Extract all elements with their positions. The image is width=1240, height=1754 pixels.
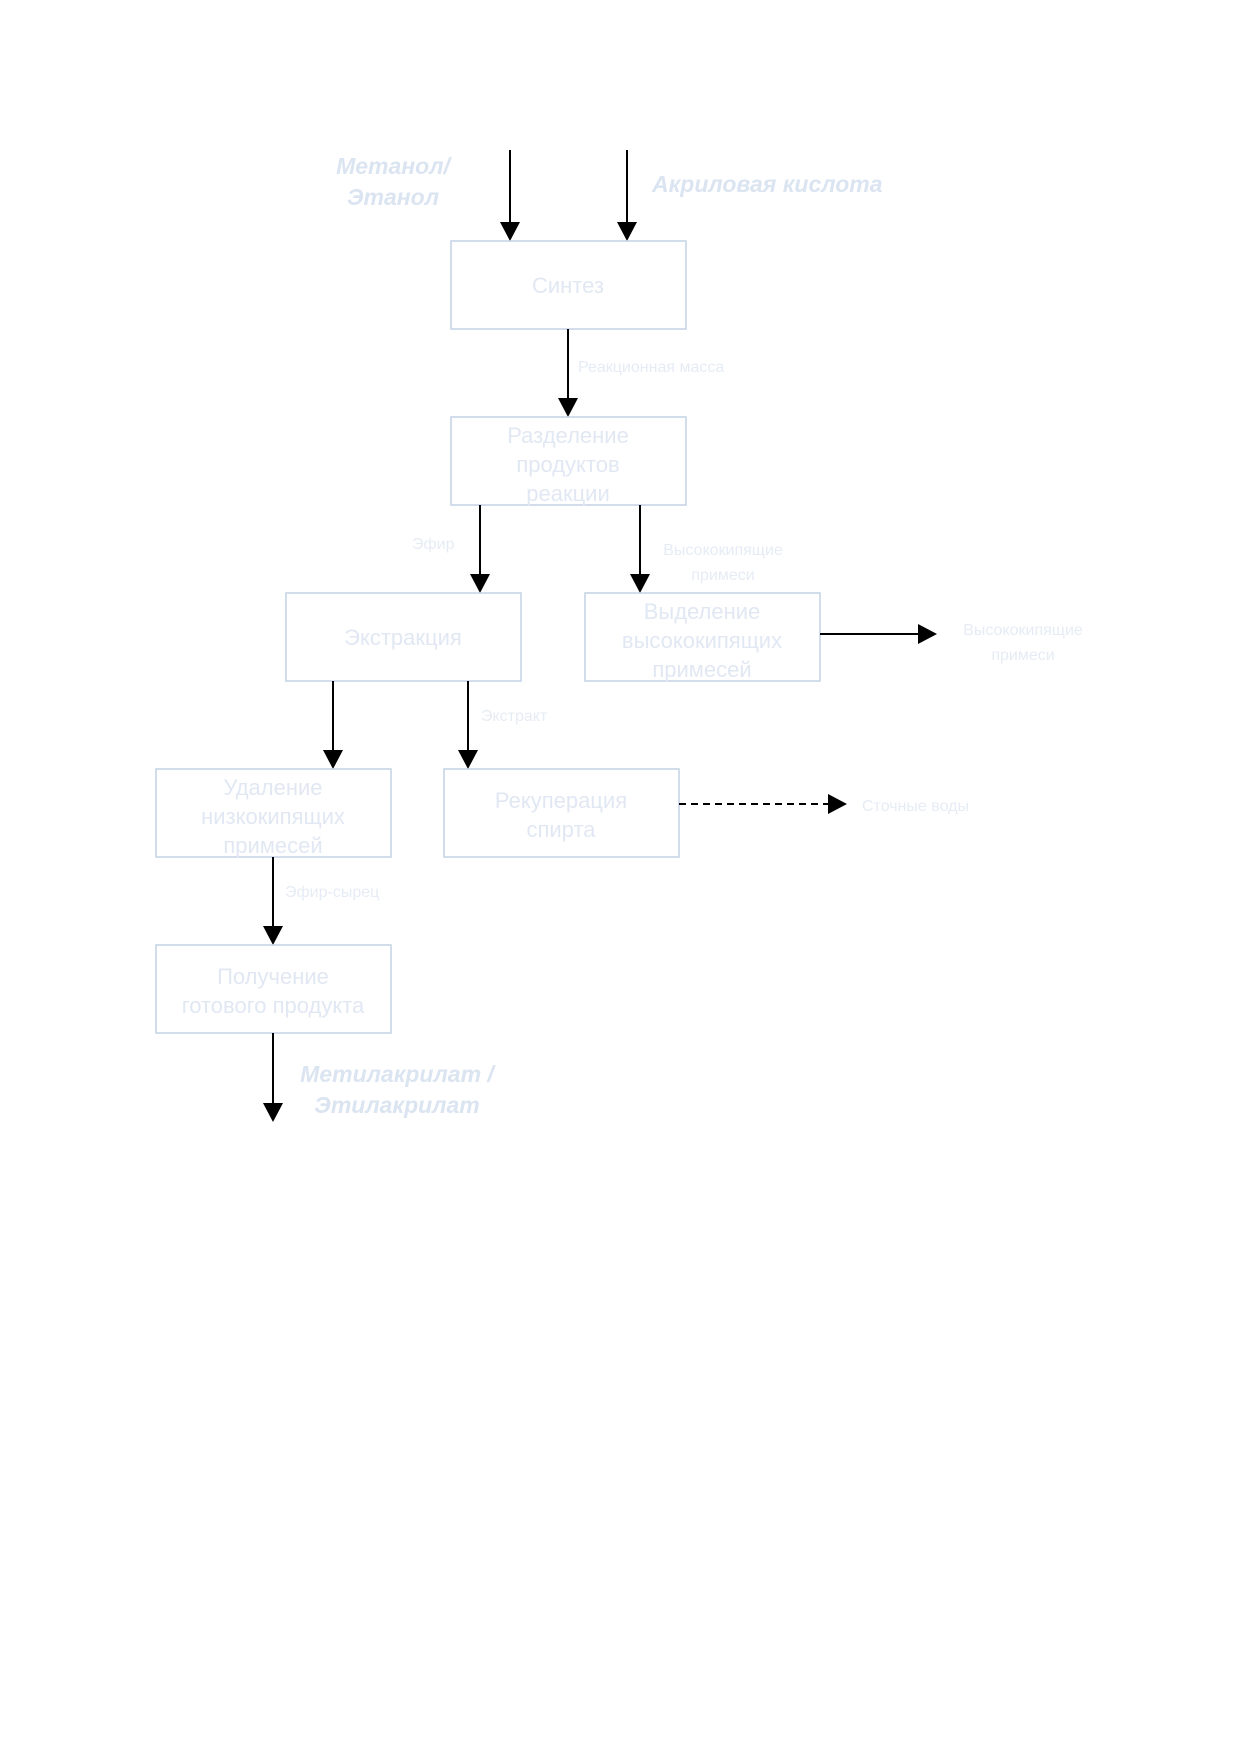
synthesis-label: Синтез [532, 273, 604, 298]
alcohol-recovery-box: Рекуперация спирта [443, 768, 680, 858]
low-boiling-removal-label-line2: низкокипящих [201, 804, 345, 829]
high-boiling-impurities-edge-label-line2: примеси [691, 567, 754, 584]
input-methanol-label-line1: Метанол/ [336, 153, 452, 179]
high-boiling-separation-label-line2: высококипящих [622, 628, 782, 653]
reaction-mass-label: Реакционная масса [578, 359, 724, 376]
low-boiling-removal-box: Удаление низкокипящих примесей [155, 768, 392, 858]
separation-box: Разделение продуктов реакции [450, 416, 687, 506]
high-boiling-separation-label-line1: Выделение [644, 599, 761, 624]
high-boiling-impurities-edge-label-line1: Высококипящие [663, 542, 783, 559]
alcohol-recovery-label-line2: спирта [526, 817, 596, 842]
raw-ether-label: Эфир-сырец [285, 884, 379, 901]
arrow-low-boiling-to-final [263, 857, 283, 945]
extraction-label: Экстракция [344, 625, 462, 650]
arrow-final-product-output [263, 1033, 283, 1122]
synthesis-box: Синтез [450, 240, 687, 330]
arrow-extraction-to-low-boiling [323, 681, 343, 769]
arrow-separation-to-high-boiling [630, 505, 650, 593]
product-label-line2: Этилакрилат [314, 1092, 479, 1118]
arrow-separation-to-extraction [470, 505, 490, 593]
low-boiling-removal-label-line1: Удаление [223, 775, 322, 800]
high-boiling-impurities-output-line1: Высококипящие [963, 622, 1083, 639]
arrow-synthesis-to-separation [558, 329, 578, 417]
input-acrylic-acid-label: Акриловая кислота [651, 171, 883, 197]
high-boiling-separation-box: Выделение высококипящих примесей [584, 592, 821, 682]
high-boiling-separation-label-line3: примесей [652, 657, 751, 682]
low-boiling-removal-label-line3: примесей [223, 833, 322, 858]
extract-label: Экстракт [481, 708, 548, 725]
input-methanol-label-line2: Этанол [347, 184, 439, 210]
ether-label: Эфир [412, 536, 455, 553]
final-product-label-line2: готового продукта [182, 993, 365, 1018]
separation-label-line1: Разделение [507, 423, 629, 448]
separation-label-line2: продуктов [516, 452, 619, 477]
input-arrow-acrylic-acid [617, 150, 637, 241]
wastewater-label: Сточные воды [862, 798, 969, 815]
input-arrow-methanol [500, 150, 520, 241]
arrow-extraction-to-recovery [458, 681, 478, 769]
high-boiling-impurities-output-line2: примеси [991, 647, 1054, 664]
product-label-line1: Метилакрилат / [300, 1061, 496, 1087]
extraction-box: Экстракция [285, 592, 522, 682]
separation-label-line3: реакции [526, 481, 610, 506]
final-product-label-line1: Получение [217, 964, 329, 989]
alcohol-recovery-label-line1: Рекуперация [495, 788, 627, 813]
arrow-recovery-to-wastewater [679, 794, 847, 814]
final-product-box: Получение готового продукта [155, 944, 392, 1034]
arrow-high-boiling-output [820, 624, 937, 644]
